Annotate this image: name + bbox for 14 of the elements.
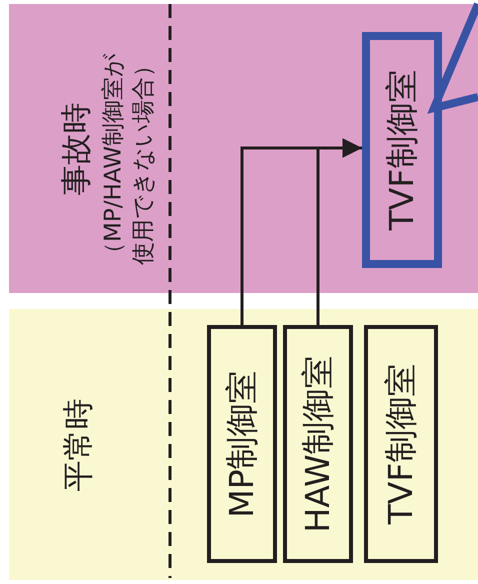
box-label: TVF制御室 [384,70,420,230]
background-band [9,4,478,293]
control-room-box [283,325,353,563]
control-room-box [207,325,277,563]
box-label: MP制御室 [224,370,260,518]
arrow [316,138,362,325]
control-room-box [364,325,438,563]
band-heading: 平常時 [60,398,98,491]
box-label: HAW制御室 [300,355,336,533]
box-label: TVF制御室 [382,364,420,524]
band-heading: 事故時 [58,102,96,195]
band-note: （MP/HAW制御室が使用できない場合） [100,52,158,264]
control-room-box [362,32,442,268]
background-band [9,309,478,580]
